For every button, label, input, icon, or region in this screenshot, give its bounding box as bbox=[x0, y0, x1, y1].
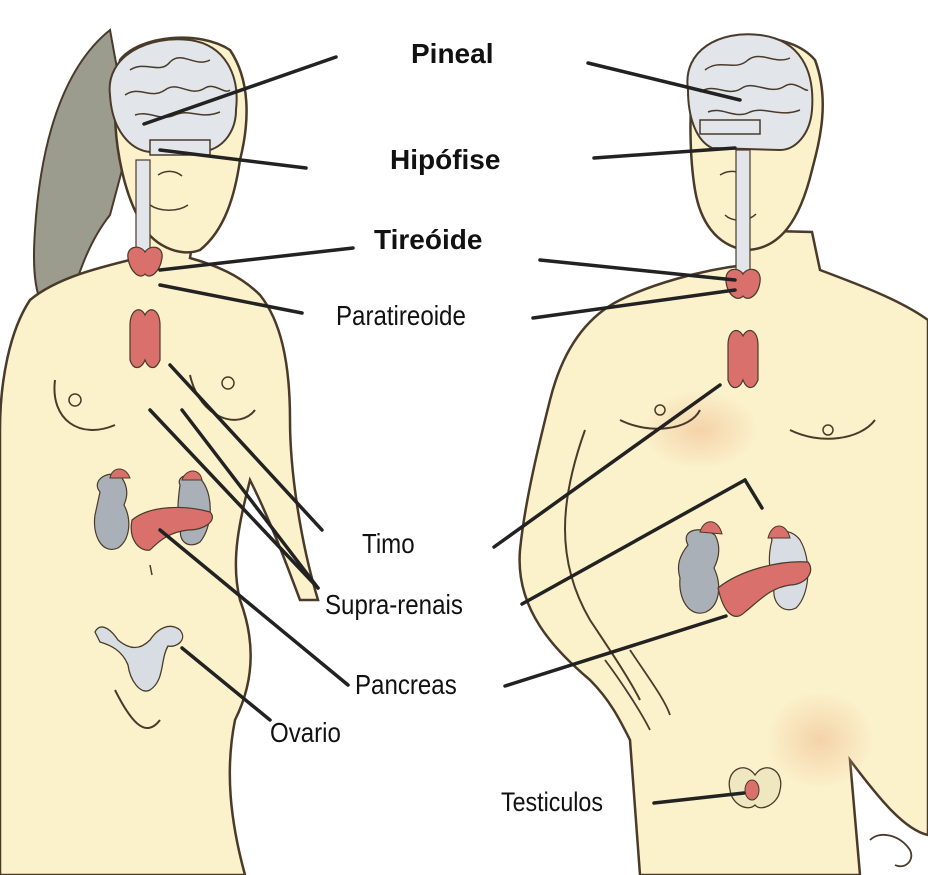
female-thyroid bbox=[128, 247, 162, 276]
label-timo: Timo bbox=[362, 528, 415, 560]
label-hipofise: Hipófise bbox=[390, 144, 500, 176]
label-paratireoide: Paratireoide bbox=[336, 300, 466, 332]
female-kidney-left bbox=[94, 474, 128, 549]
label-supra-renais: Supra-renais bbox=[325, 589, 463, 621]
male-figure bbox=[520, 34, 928, 875]
female-body bbox=[0, 215, 318, 875]
female-thymus bbox=[130, 310, 160, 368]
label-tireoide: Tireóide bbox=[374, 224, 482, 256]
label-pineal: Pineal bbox=[411, 38, 493, 70]
label-ovario: Ovario bbox=[270, 717, 341, 749]
female-brain bbox=[110, 39, 237, 152]
label-testiculos: Testiculos bbox=[501, 787, 603, 818]
male-body bbox=[520, 230, 928, 875]
male-thymus bbox=[728, 330, 758, 387]
label-pancreas: Pancreas bbox=[355, 669, 457, 701]
male-thyroid bbox=[726, 269, 760, 298]
